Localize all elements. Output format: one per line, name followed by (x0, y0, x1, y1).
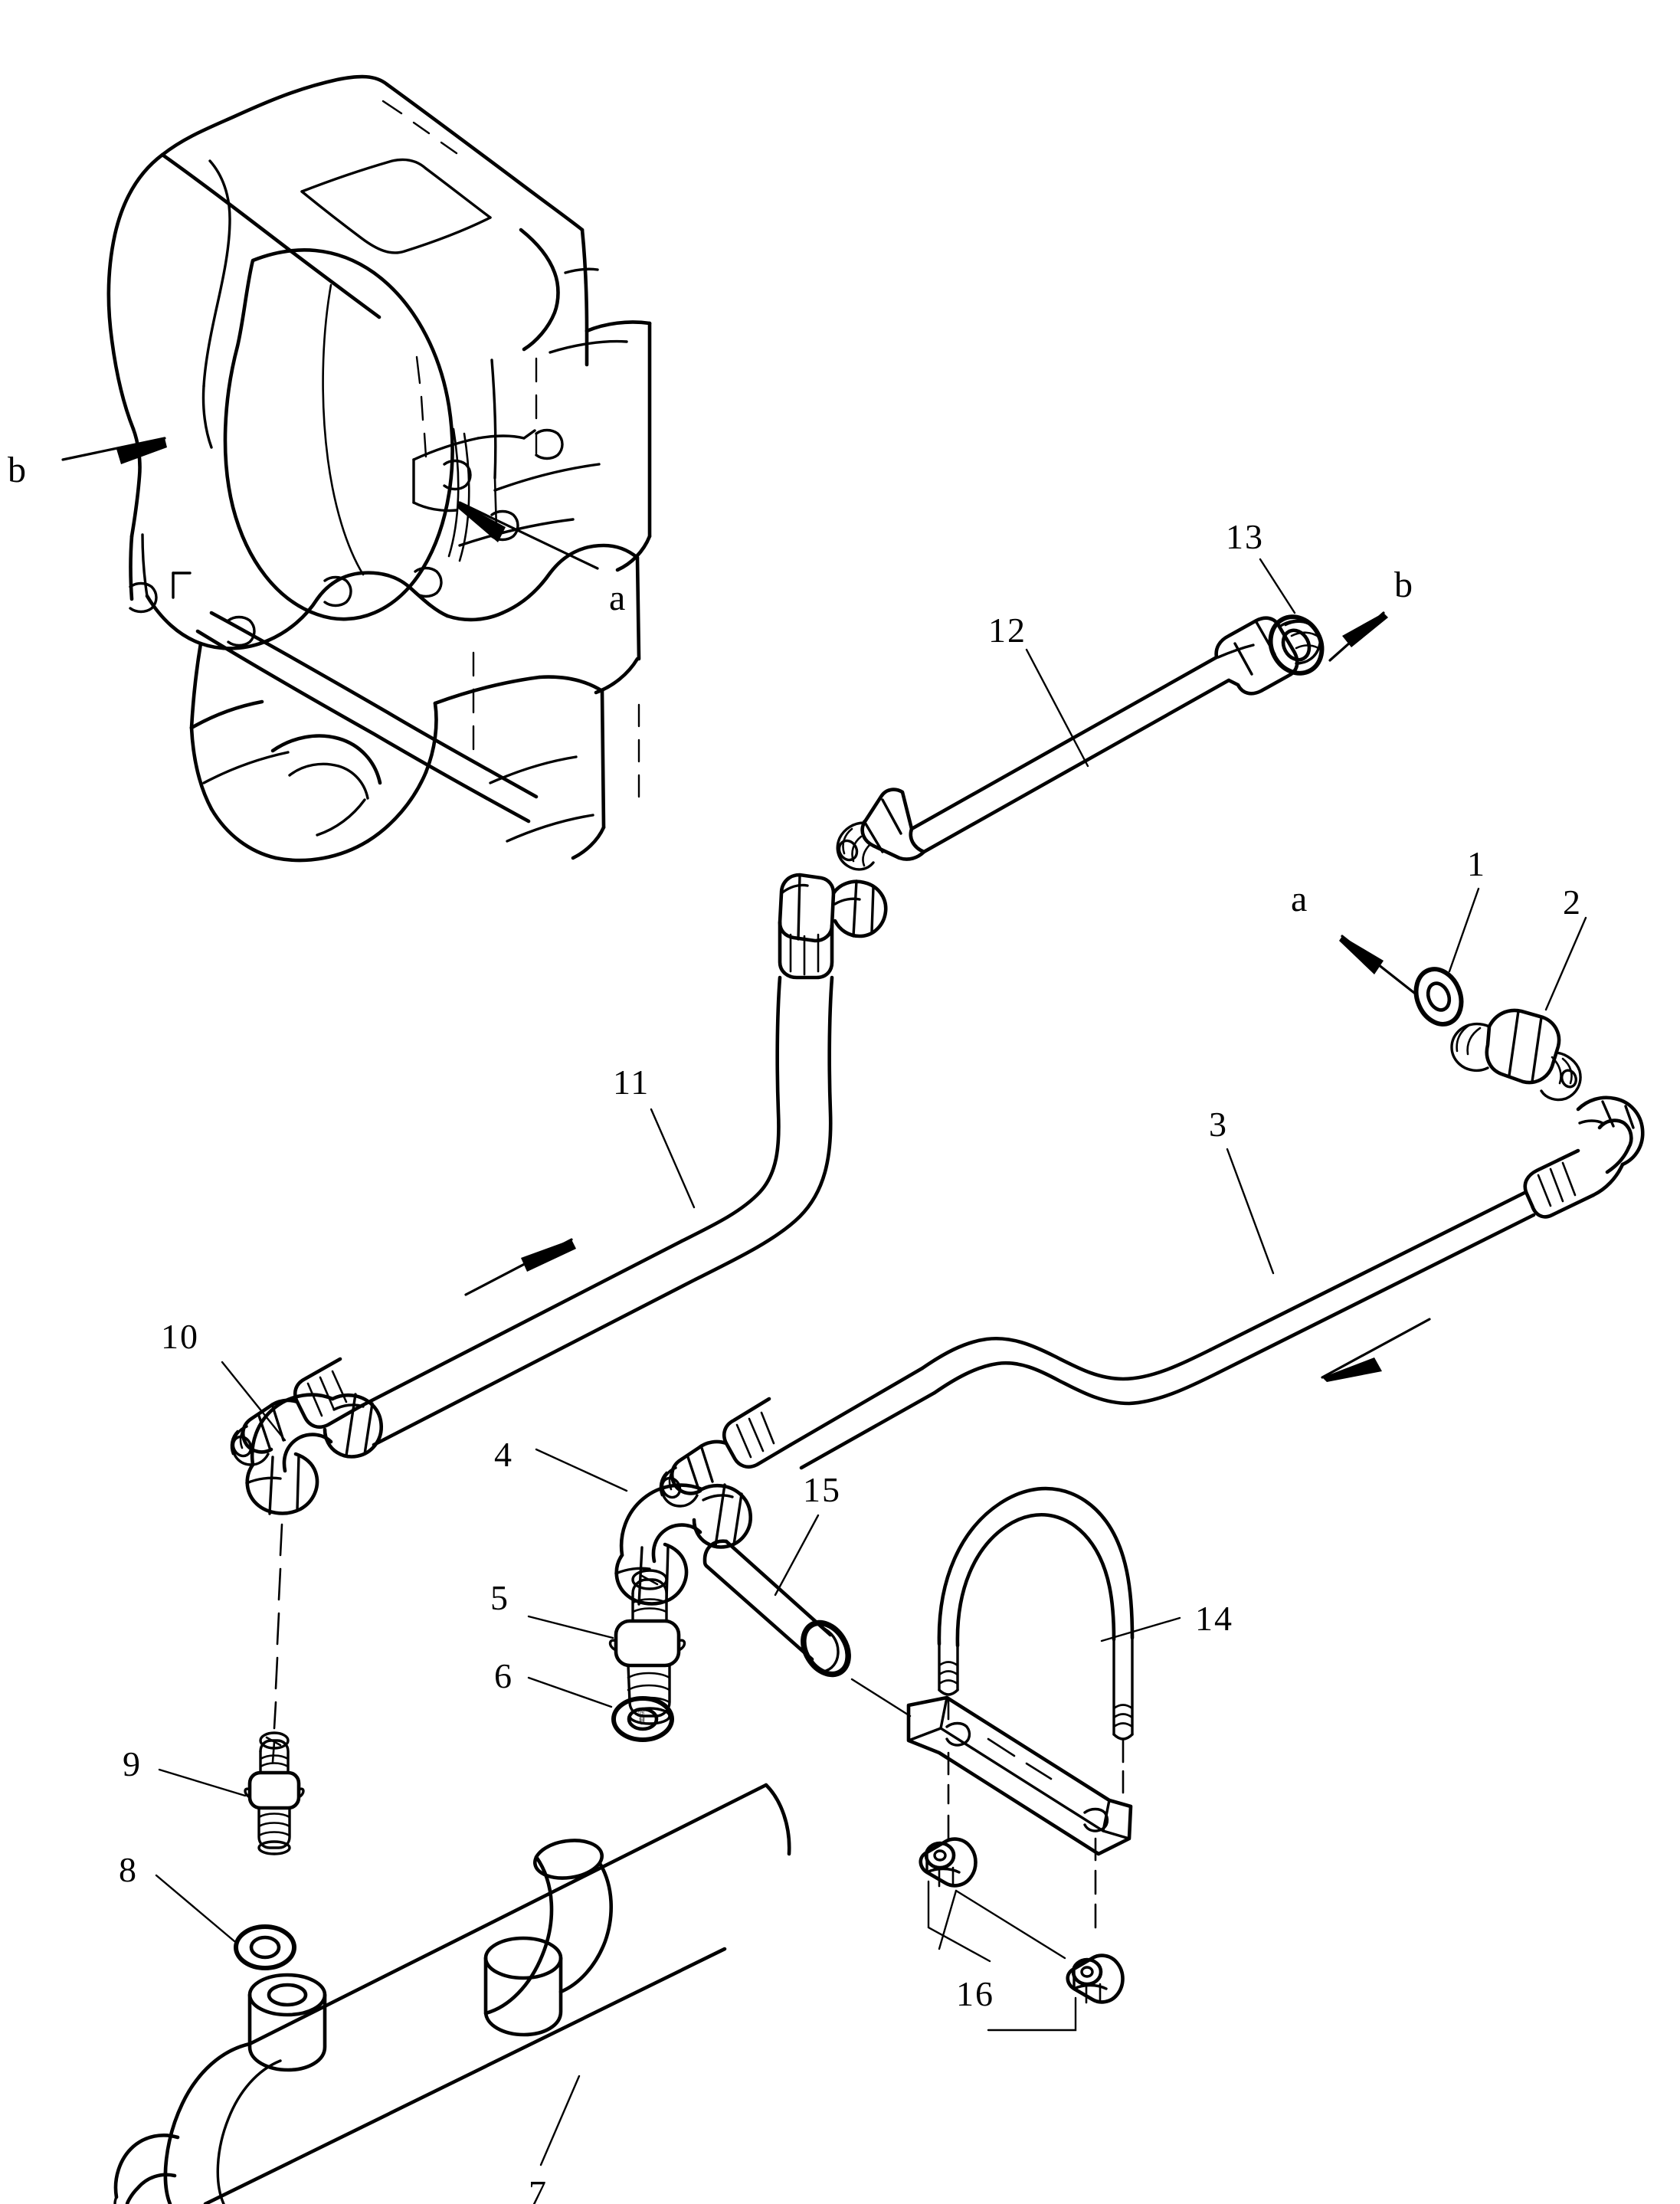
leader-1 (1448, 887, 1480, 973)
leader-14 (1100, 1616, 1181, 1642)
transmission-case (106, 74, 652, 863)
callout-1: 1 (1467, 844, 1486, 883)
part-12-steel-tube (836, 616, 1322, 871)
callout-2: 2 (1563, 883, 1582, 922)
part-3-hose-right (659, 1095, 1645, 1508)
callout-b-right: b (1394, 565, 1414, 605)
part-2-connector (1450, 1008, 1582, 1102)
leader-11 (650, 1108, 696, 1209)
callout-11: 11 (613, 1063, 650, 1102)
flow-arrow-left (464, 1238, 576, 1296)
part-1-seal-washer (1413, 967, 1464, 1027)
callout-9: 9 (123, 1744, 142, 1783)
callout-a-case: a (609, 578, 627, 618)
part-7-hydraulic-cylinder (113, 1783, 791, 2204)
leader-6 (527, 1676, 613, 1708)
part-4-elbow-lower (614, 1483, 752, 1606)
leader-5 (527, 1615, 614, 1639)
leader-2 (1544, 916, 1587, 1011)
leader-13 (1259, 558, 1296, 614)
callout-12: 12 (988, 611, 1027, 650)
part-6-washer (611, 1696, 674, 1742)
leader-a-right (1339, 935, 1416, 994)
callout-7: 7 (529, 2173, 548, 2204)
callout-b-left: b (8, 450, 28, 490)
part-16-nut-left (919, 1837, 978, 1888)
part-16-nut-right (1066, 1953, 1125, 2004)
callout-3: 3 (1209, 1105, 1228, 1144)
callout-13: 13 (1226, 517, 1264, 556)
part-10-elbow-upper (245, 1393, 383, 1515)
part-8-washer (234, 1924, 296, 1970)
mounting-bracket-plate (906, 1695, 1133, 1856)
leader-7 (539, 2075, 581, 2166)
leader-8 (155, 1874, 236, 1943)
callout-16: 16 (956, 1974, 994, 2013)
leader-10 (221, 1361, 287, 1442)
assembly-lines-ubolt (947, 1696, 1125, 1929)
callout-4: 4 (494, 1435, 513, 1474)
part-15-rubber-sleeve (702, 1539, 851, 1678)
callout-14: 14 (1195, 1599, 1233, 1638)
leader-15 (774, 1514, 912, 1718)
assembly-line-10-9 (271, 1523, 283, 1764)
leader-12 (1025, 648, 1089, 768)
flow-arrow-right (1321, 1318, 1431, 1382)
leader-b-left (61, 437, 167, 464)
callout-6: 6 (494, 1656, 513, 1695)
part-11-hose-left (230, 873, 888, 1466)
leader-a-case (457, 501, 599, 570)
callout-15: 15 (803, 1470, 841, 1509)
leader-3 (1226, 1148, 1275, 1275)
leader-b-right (1328, 611, 1388, 662)
callout-10: 10 (161, 1317, 199, 1356)
leader-16 (927, 1880, 1077, 2032)
leader-9 (158, 1768, 247, 1797)
callout-a-right: a (1291, 879, 1309, 919)
callout-5: 5 (490, 1578, 509, 1617)
part-13-seal-ring (1268, 614, 1325, 676)
leader-4 (535, 1448, 628, 1492)
callout-8: 8 (119, 1850, 138, 1889)
part-9-nipple (244, 1731, 305, 1855)
part-14-u-bolt (937, 1486, 1135, 1741)
